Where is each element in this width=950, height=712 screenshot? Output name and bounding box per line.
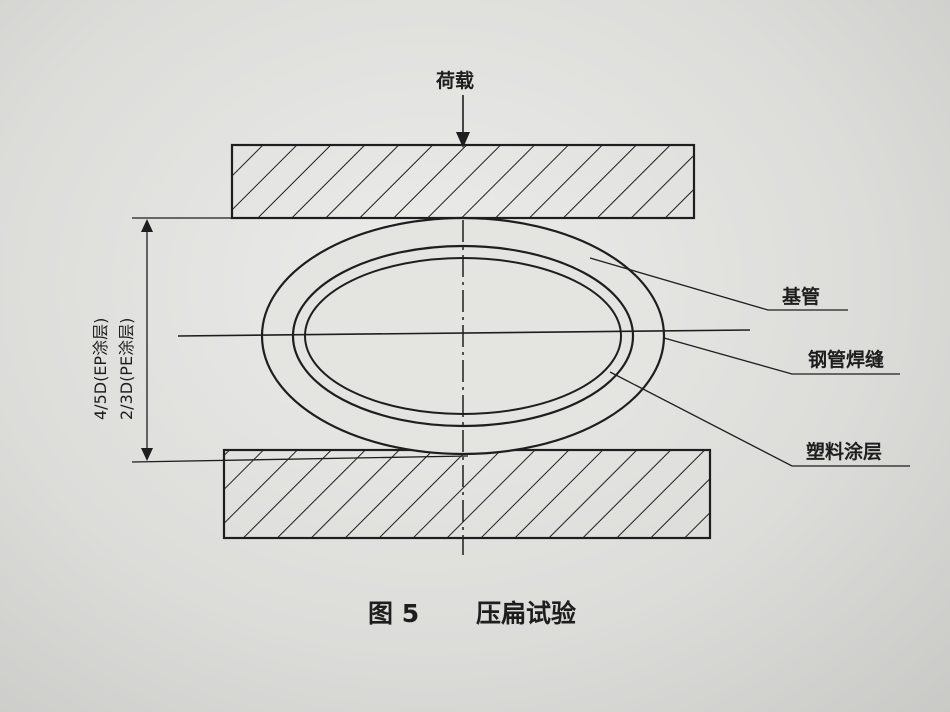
dimension-arrow-bottom xyxy=(141,448,153,461)
figure-title: 压扁试验 xyxy=(476,599,576,628)
horizontal-center-line xyxy=(177,329,751,337)
load-arrow-head xyxy=(456,132,470,148)
dimension-arrow-top xyxy=(141,219,153,232)
base-pipe-label: 基管 xyxy=(781,285,820,308)
leader-plastic-coating xyxy=(609,371,910,467)
dimension-label-pe: 2/3D(PE涂层) xyxy=(117,318,136,420)
leader-weld-seam xyxy=(663,337,900,375)
dimension-extension-bottom xyxy=(131,455,469,463)
bottom-press-plate xyxy=(222,448,712,540)
top-press-plate xyxy=(230,143,696,220)
weld-seam-label: 钢管焊缝 xyxy=(808,348,884,371)
figure-number: 图 5 xyxy=(368,599,419,628)
leader-base-pipe xyxy=(589,257,848,311)
dimension-label-ep: 4/5D(EP涂层) xyxy=(91,318,110,420)
base-pipe-outer-ring xyxy=(291,244,635,428)
load-label: 荷载 xyxy=(436,69,474,92)
plastic-coating-label: 塑料涂层 xyxy=(806,440,882,463)
